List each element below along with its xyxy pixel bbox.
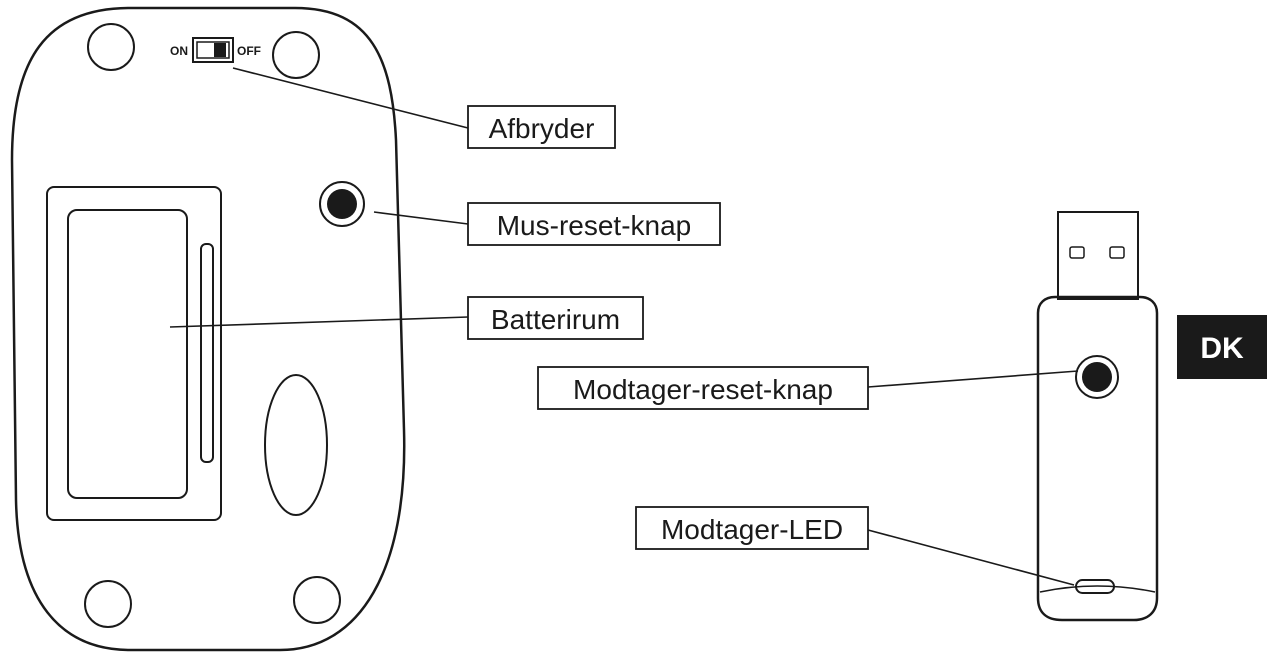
language-badge-text: DK [1200,332,1244,365]
mouse-foot-top-right [272,31,320,79]
leader-afbryder [232,67,469,129]
leader-modtager-led [867,529,1075,586]
svg-text:Afbryder: Afbryder [489,113,595,144]
mouse-outline [10,6,406,652]
receiver-cap-line [1039,585,1156,593]
switch-knob [214,43,226,57]
leader-batterirum [169,316,469,328]
leader-mus-reset [373,211,469,225]
label-batterirum: Batterirum [467,296,644,340]
receiver-led [1075,579,1115,594]
usb-contact-left [1069,246,1085,259]
battery-slot [200,243,214,463]
battery-compartment [46,186,222,521]
power-switch[interactable]: ON OFF [170,37,261,63]
label-modtager-reset-knap: Modtager-reset-knap [537,366,869,410]
mouse-foot-bottom-right [293,576,341,624]
usb-receiver [1036,211,1159,622]
svg-text:Modtager-LED: Modtager-LED [661,514,843,545]
switch-on-label: ON [170,44,188,58]
mouse-foot-top-left [87,23,135,71]
svg-text:Batterirum: Batterirum [491,304,620,335]
label-modtager-led: Modtager-LED [635,506,869,550]
leader-modtager-reset [867,370,1079,388]
receiver-reset-button[interactable] [1075,355,1119,399]
usb-connector [1057,211,1139,300]
receiver-body [1036,295,1159,622]
label-mus-reset-knap: Mus-reset-knap [467,202,721,246]
language-badge: DK [1177,315,1267,379]
switch-off-label: OFF [237,44,261,58]
leader-lines [169,67,1079,586]
sensor-window [264,374,328,516]
label-afbryder: Afbryder [467,105,616,149]
svg-text:Mus-reset-knap: Mus-reset-knap [497,210,692,241]
svg-text:Modtager-reset-knap: Modtager-reset-knap [573,374,833,405]
mouse-reset-button[interactable] [319,181,365,227]
mouse-foot-bottom-left [84,580,132,628]
mouse-underside: ON OFF [10,6,406,652]
usb-contact-right [1109,246,1125,259]
